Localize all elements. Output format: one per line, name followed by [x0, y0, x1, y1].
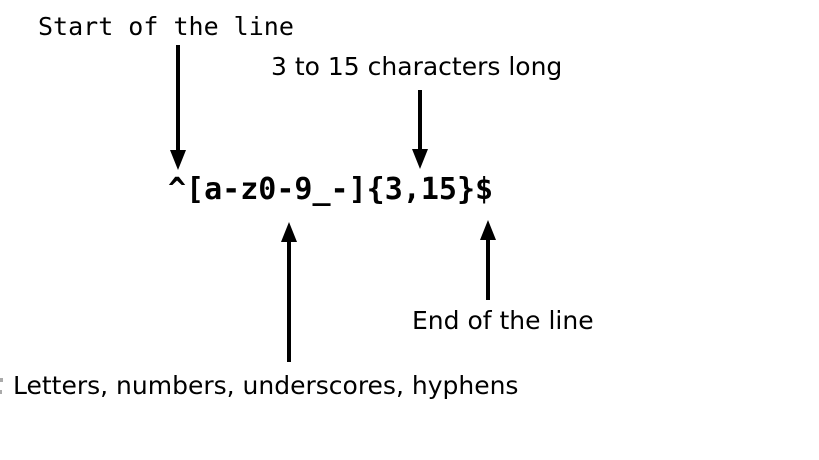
down-arrow-icon-length-quantifier: [412, 90, 428, 169]
up-arrow-icon-end-anchor: [480, 220, 496, 300]
down-arrow-icon-start-anchor: [170, 45, 186, 170]
arrowhead-up-icon: [281, 222, 297, 242]
arrow-shaft: [287, 241, 291, 362]
arrowhead-down-icon: [170, 150, 186, 170]
up-arrow-icon-character-class: [281, 222, 297, 362]
charset-label: Letters, numbers, underscores, hyphens: [13, 371, 519, 400]
arrow-shaft: [176, 45, 180, 152]
arrow-shaft: [486, 239, 490, 300]
arrow-shaft: [418, 90, 422, 151]
regex-pattern-text: ^[a-z0-9_-]{3,15}$: [168, 172, 494, 207]
left-edge-artifact: [0, 390, 2, 394]
start-of-line-label: Start of the line: [38, 12, 294, 41]
arrowhead-up-icon: [480, 220, 496, 240]
arrowhead-down-icon: [412, 149, 428, 169]
length-label: 3 to 15 characters long: [271, 52, 563, 81]
end-of-line-label: End of the line: [412, 306, 594, 335]
left-edge-artifact: [0, 378, 3, 382]
